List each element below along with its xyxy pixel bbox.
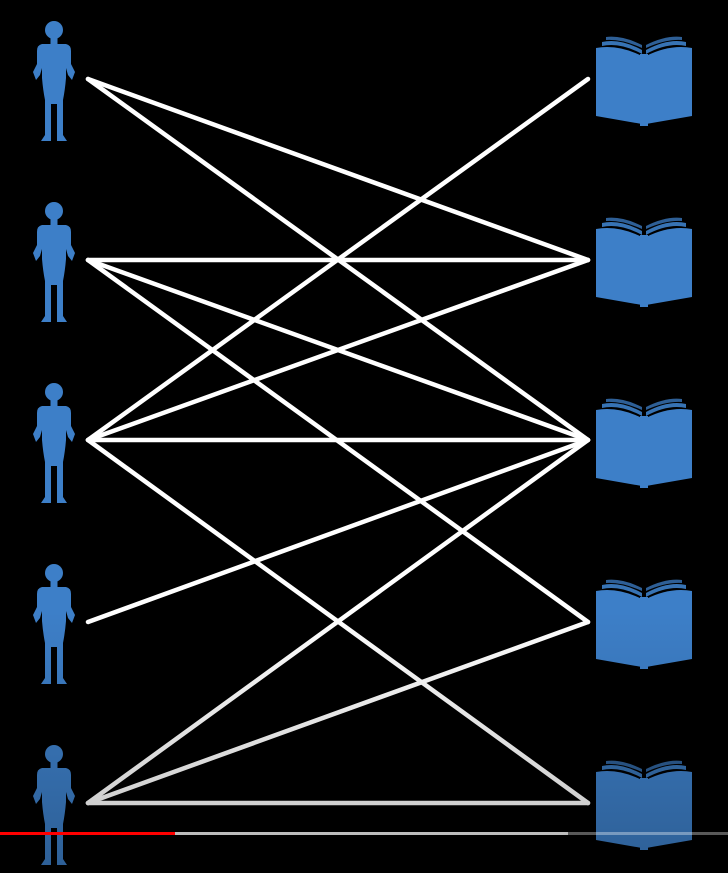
edge-5-4 — [85, 619, 591, 806]
edge-4-3 — [85, 437, 591, 625]
edge-1-2 — [85, 76, 591, 263]
progress-buffered — [174, 832, 568, 835]
edge-3-1 — [85, 76, 591, 443]
edge-3-2 — [85, 257, 591, 443]
video-progress-bar[interactable] — [0, 832, 728, 835]
progress-played — [0, 832, 175, 835]
edges — [85, 76, 591, 806]
edge-5-3 — [85, 437, 591, 806]
